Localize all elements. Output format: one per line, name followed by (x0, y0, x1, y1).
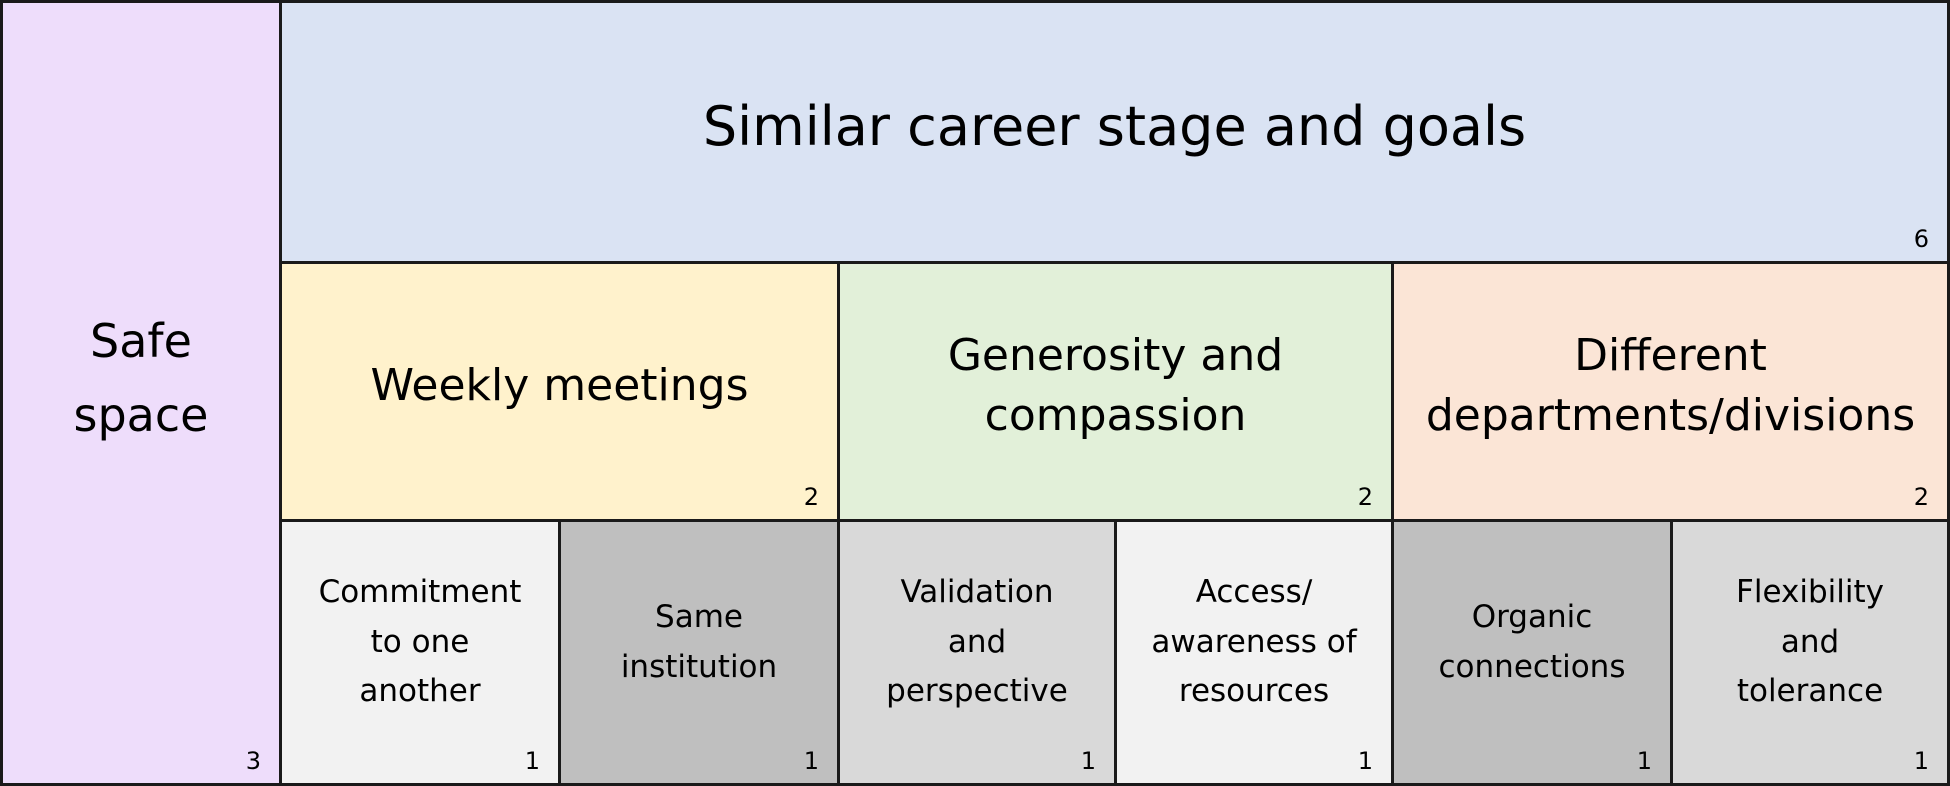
cell-label: Safe space (73, 314, 209, 442)
cell-count: 6 (1913, 225, 1929, 253)
cell-label: Generosity and compassion (947, 329, 1284, 441)
cell-access: Access/ awareness of resources 1 (1114, 519, 1394, 786)
cell-count: 2 (803, 483, 819, 511)
cell-label: Same institution (620, 598, 778, 685)
cell-label: Validation and perspective (886, 574, 1068, 710)
cell-label: Access/ awareness of resources (1151, 574, 1357, 710)
cell-validation: Validation and perspective 1 (837, 519, 1117, 786)
cell-count: 1 (1913, 747, 1929, 775)
cell-count: 1 (1357, 747, 1373, 775)
cell-label: Commitment to one another (318, 574, 522, 710)
cell-count: 1 (524, 747, 540, 775)
cell-label: Flexibility and tolerance (1736, 574, 1884, 710)
cell-weekly-meetings: Weekly meetings 2 (279, 261, 840, 522)
cell-generosity: Generosity and compassion 2 (837, 261, 1394, 522)
cell-organic: Organic connections 1 (1391, 519, 1673, 786)
cell-flexibility: Flexibility and tolerance 1 (1670, 519, 1950, 786)
cell-count: 1 (803, 747, 819, 775)
cell-count: 3 (245, 747, 261, 775)
cell-label: Organic connections (1438, 598, 1626, 685)
cell-count: 2 (1357, 483, 1373, 511)
cell-label: Weekly meetings (370, 359, 749, 411)
cell-count: 1 (1636, 747, 1652, 775)
cell-commitment: Commitment to one another 1 (279, 519, 561, 786)
cell-count: 1 (1080, 747, 1096, 775)
cell-similar-career: Similar career stage and goals 6 (279, 0, 1950, 264)
cell-different-departments: Different departments/divisions 2 (1391, 261, 1950, 522)
cell-count: 2 (1913, 483, 1929, 511)
cell-safe-space: Safe space 3 (0, 0, 282, 786)
cell-label: Different departments/divisions (1425, 329, 1916, 441)
cell-same-institution: Same institution 1 (558, 519, 840, 786)
cell-label: Similar career stage and goals (702, 94, 1527, 158)
